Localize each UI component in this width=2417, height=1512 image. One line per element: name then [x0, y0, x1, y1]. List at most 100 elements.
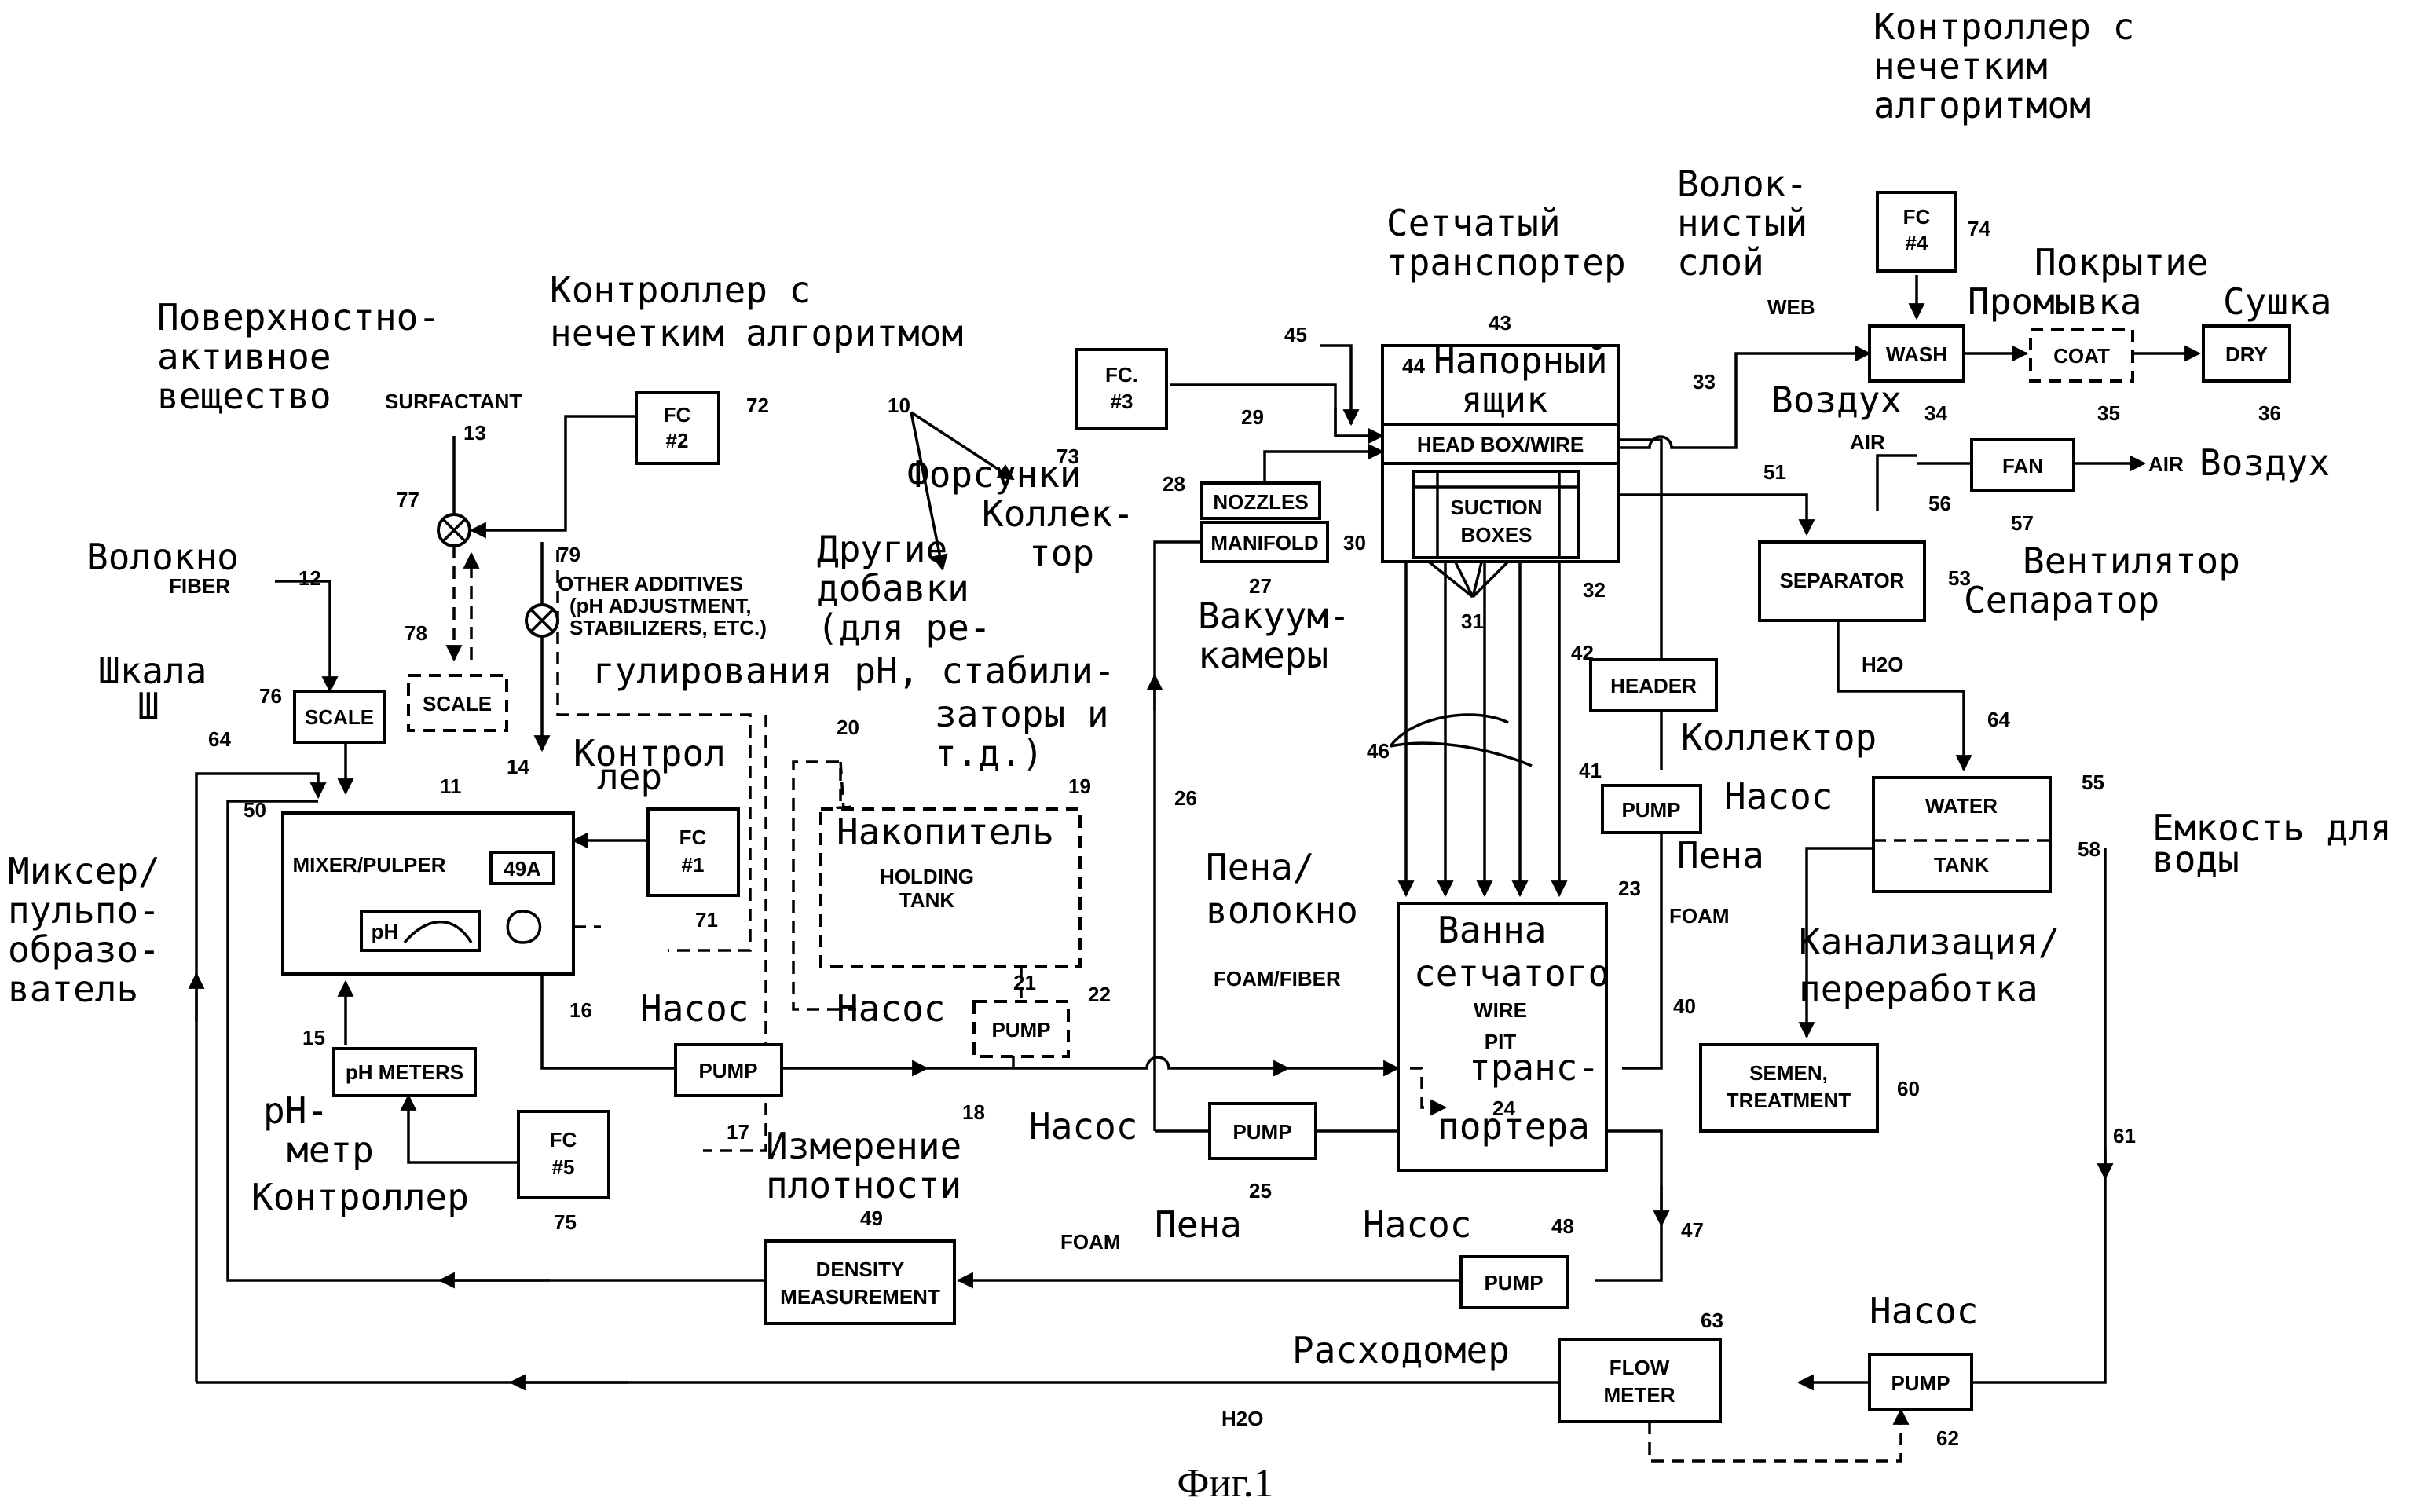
fc5-controller: FC #5 — [518, 1111, 609, 1198]
ref-33: 33 — [1693, 370, 1716, 394]
wash-box: WASH — [1870, 326, 1964, 381]
separator-box: SEPARATOR — [1760, 542, 1924, 621]
pump-25-label: PUMP — [1232, 1120, 1291, 1144]
ref-20: 20 — [837, 716, 859, 739]
pump-62: PUMP — [1870, 1355, 1972, 1410]
pump-48-label: PUMP — [1484, 1271, 1543, 1294]
h2o-separator-label: H2O — [1862, 653, 1903, 676]
fc5-label-2: #5 — [552, 1155, 575, 1179]
fc4-label-2: #4 — [1906, 231, 1928, 254]
other-additives-label-1: OTHER ADDITIVES — [558, 572, 743, 595]
other-additives-ru-5: заторы и — [935, 693, 1109, 735]
fc2-ru-1: Контроллер с — [550, 269, 811, 311]
fc2-ru-2: нечетким алгоритмом — [550, 312, 963, 354]
wirepit-ru-3: транс- — [1469, 1046, 1599, 1089]
fan-ru: Вентилятор — [2023, 540, 2240, 582]
other-additives-label-2: (pH ADJUSTMENT, — [569, 594, 752, 617]
pump-41-label: PUMP — [1621, 798, 1680, 822]
headbox-label: HEAD BOX/WIRE — [1417, 433, 1584, 456]
density-ru-2: плотности — [766, 1164, 961, 1206]
sewer-ru-2: переработка — [1799, 968, 2038, 1010]
other-additives-label-3: STABILIZERS, ETC.) — [569, 616, 767, 639]
fan-label: FAN — [2002, 454, 2043, 478]
foam-fiber-label: FOAM/FIBER — [1214, 967, 1341, 990]
ref-13: 13 — [463, 421, 486, 445]
flowmeter-label-2: METER — [1604, 1383, 1675, 1407]
figure-caption: Фиг.1 — [1177, 1461, 1273, 1506]
pump-48: PUMP — [1461, 1257, 1567, 1308]
ref-41: 41 — [1579, 759, 1602, 782]
wirepit-ru-2: сетчатого — [1414, 952, 1610, 994]
fc2-label-2: #2 — [666, 429, 689, 452]
ref-74: 74 — [1968, 217, 1990, 240]
holding-label-1: HOLDING — [880, 865, 974, 888]
ref-55: 55 — [2082, 771, 2104, 794]
wash-label: WASH — [1886, 342, 1947, 366]
header-box: HEADER — [1591, 660, 1716, 711]
headbox-ru-2: ящик — [1461, 379, 1548, 421]
fiber-layer-ru-3: слой — [1677, 241, 1764, 284]
flow-meter: FLOW METER — [1559, 1339, 1720, 1422]
surfactant-ru-2: активное — [157, 335, 331, 378]
ref-36: 36 — [2258, 401, 2281, 425]
pump-25: PUMP — [1210, 1104, 1316, 1159]
ref-50: 50 — [244, 798, 266, 822]
semen-treatment: SEMEN, TREATMENT — [1701, 1045, 1877, 1131]
ref-40: 40 — [1673, 994, 1696, 1018]
other-additives-ru-1: Другие — [817, 528, 947, 570]
pump-17-label: PUMP — [698, 1059, 757, 1082]
air-out-label: AIR — [2148, 452, 2184, 476]
ref-49: 49 — [860, 1206, 883, 1230]
foam-pit-label: FOAM — [1669, 904, 1730, 928]
ref-60: 60 — [1897, 1077, 1920, 1100]
surfactant-label: SURFACTANT — [385, 390, 522, 413]
ref-56: 56 — [1928, 492, 1951, 515]
ref-15: 15 — [302, 1026, 325, 1049]
coat-label: COAT — [2053, 344, 2110, 368]
mixer-ru-4: ватель — [8, 968, 138, 1010]
pump-41-ru: Насос — [1724, 775, 1833, 818]
fc5-label-1: FC — [550, 1128, 577, 1151]
ref-21: 21 — [1013, 971, 1036, 994]
other-additives-ru-3: (для ре- — [817, 606, 991, 649]
other-additives-ru-6: т.д.) — [935, 732, 1043, 774]
ref-34: 34 — [1924, 401, 1947, 425]
other-additives-ru-4: гулирования pH, стабили- — [593, 650, 1115, 692]
fc4-label-1: FC — [1903, 205, 1931, 229]
ph-tag: pH — [372, 920, 399, 943]
pump-22-label: PUMP — [991, 1018, 1050, 1042]
tank-ru-2: воды — [2152, 838, 2239, 880]
coat-box: COAT — [2031, 330, 2133, 381]
semen-label-2: TREATMENT — [1727, 1089, 1851, 1112]
ref-16: 16 — [569, 998, 592, 1022]
scale-76: SCALE — [295, 691, 385, 742]
ref-30: 30 — [1343, 531, 1366, 555]
nozzles-ru: Форсунки — [907, 453, 1082, 496]
ref-18: 18 — [962, 1100, 985, 1124]
fan-box: FAN — [1972, 440, 2074, 491]
fc4-ru-3: алгоритмом — [1873, 84, 2091, 126]
fc2-label-1: FC — [664, 403, 691, 427]
fc4-ru-2: нечетким — [1873, 45, 2048, 87]
ref-10: 10 — [888, 394, 910, 417]
ref-71: 71 — [695, 908, 718, 932]
surfactant-ru-3: вещество — [157, 375, 331, 417]
nozzles-label: NOZZLES — [1213, 490, 1308, 514]
ref-32: 32 — [1583, 578, 1606, 602]
manifold-box: MANIFOLD — [1202, 522, 1328, 562]
pump-41: PUMP — [1602, 785, 1701, 833]
foamfiber-ru-1: Пена/ — [1206, 846, 1314, 888]
ref-64-b: 64 — [1987, 708, 2010, 731]
mixer-label: MIXER/PULPER — [292, 853, 445, 877]
ref-78: 78 — [405, 621, 427, 645]
manifold-label: MANIFOLD — [1210, 531, 1318, 555]
mixer-ru-1: Миксер/ — [8, 850, 160, 892]
wirepit-ru-4: портера — [1437, 1105, 1590, 1148]
pump-25-ru: Насос — [1029, 1105, 1137, 1148]
density-measurement: DENSITY MEASUREMENT — [766, 1241, 954, 1323]
ref-28: 28 — [1163, 472, 1185, 496]
suction-label-1: SUCTION — [1451, 496, 1543, 519]
semen-label-1: SEMEN, — [1749, 1061, 1828, 1085]
separator-label: SEPARATOR — [1780, 569, 1905, 592]
ref-25: 25 — [1249, 1179, 1272, 1203]
